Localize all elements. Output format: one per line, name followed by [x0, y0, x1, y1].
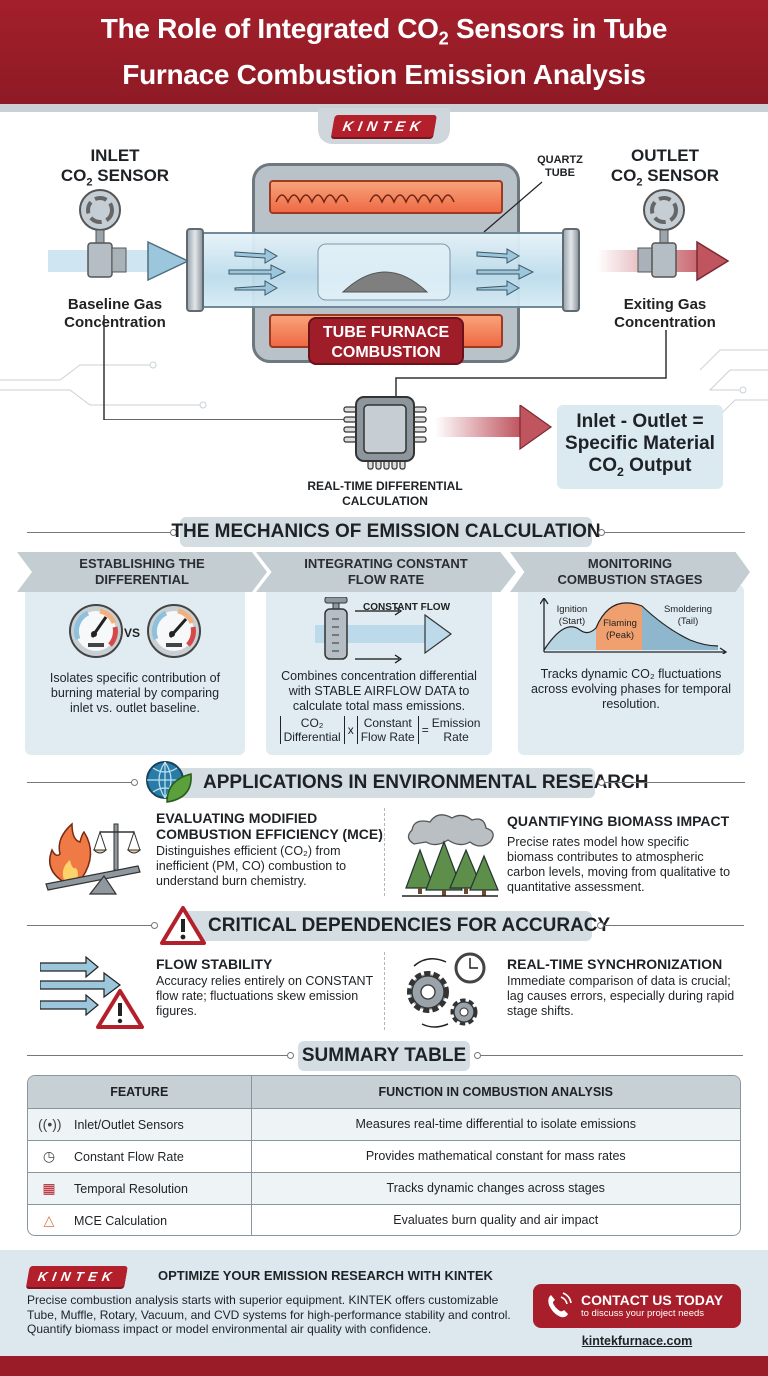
mechanics-card-text: Isolates specific contribution of burnin… [49, 671, 221, 715]
divider-node [474, 1052, 481, 1059]
mechanics-card-differential [25, 585, 245, 755]
mechanics-card-text: Tracks dynamic CO₂ fluctuations across e… [530, 667, 732, 711]
mce-triangle-icon: △ [43, 1211, 55, 1228]
section-divider [605, 782, 745, 783]
combustion-stages-chart: Ignition (Start) Flaming (Peak) Smolderi… [540, 598, 728, 654]
heating-element-top [269, 180, 503, 214]
summary-table: FEATURE FUNCTION IN COMBUSTION ANALYSIS … [27, 1075, 741, 1236]
quartz-tube-pointer [483, 181, 543, 233]
column-header-function: FUNCTION IN COMBUSTION ANALYSIS [251, 1076, 740, 1108]
divider-node [597, 922, 604, 929]
application-biomass: QUANTIFYING BIOMASS IMPACT Precise rates… [507, 813, 731, 894]
dependencies-section-title: CRITICAL DEPENDENCIES FOR ACCURACY [180, 911, 610, 941]
svg-text:Smoldering: Smoldering [664, 604, 712, 615]
flow-warning-icon [40, 955, 144, 1029]
title-banner: The Role of Integrated CO2 Sensors in Tu… [0, 0, 768, 104]
warning-icon [160, 906, 206, 945]
dependency-real-time-sync: REAL-TIME SYNCHRONIZATION Immediate comp… [507, 956, 735, 1018]
svg-text:Ignition: Ignition [557, 604, 588, 615]
summary-section-title: SUMMARY TABLE [298, 1041, 470, 1071]
outlet-sensor-icon [597, 189, 730, 282]
divider-node [598, 779, 605, 786]
table-row: △MCE Calculation Evaluates burn quality … [28, 1203, 740, 1235]
result-formula-box: Inlet - Outlet = Specific Material CO2 O… [557, 405, 723, 489]
section-divider [27, 782, 132, 783]
table-row: ▦Temporal Resolution Tracks dynamic chan… [28, 1171, 740, 1204]
svg-text:(Start): (Start) [559, 616, 585, 627]
inlet-sensor-title: INLET CO2 SENSOR [60, 146, 170, 189]
mechanics-card-text: Combines concentration differential with… [281, 669, 477, 713]
contact-us-button[interactable]: CONTACT US TODAY to discuss your project… [533, 1284, 741, 1328]
footer-description: Precise combustion analysis starts with … [27, 1293, 511, 1336]
globe-leaf-icon [146, 761, 192, 803]
application-mce: EVALUATING MODIFIED COMBUSTION EFFICIENC… [156, 810, 383, 888]
svg-text:CONSTANT FLOW: CONSTANT FLOW [363, 602, 451, 613]
divider-node [131, 779, 138, 786]
outlet-sensor-title: OUTLET CO2 SENSOR [610, 146, 720, 189]
heating-coil-top [275, 194, 455, 204]
tube-cap-left [186, 228, 204, 312]
inlet-sensor-icon [48, 189, 190, 282]
gauge-comparison-icon: VS [69, 604, 201, 658]
section-divider [27, 925, 152, 926]
kintek-logo[interactable]: KINTEK [330, 115, 438, 137]
phone-icon [548, 1292, 572, 1318]
gas-flow-arrows [228, 243, 535, 301]
website-link[interactable]: kintekfurnace.com [581, 1334, 693, 1348]
section-divider [27, 532, 172, 533]
section-divider [481, 1055, 743, 1056]
sensor-signal-icon: ((•)) [38, 1116, 62, 1132]
calendar-clock-icon: ▦ [42, 1179, 56, 1196]
footer-headline: OPTIMIZE YOUR EMISSION RESEARCH WITH KIN… [158, 1268, 493, 1283]
divider-node [598, 529, 605, 536]
section-divider [27, 1055, 289, 1056]
table-row: ((•))Inlet/Outlet Sensors Measures real-… [28, 1107, 740, 1140]
section-divider [605, 532, 745, 533]
section-divider [604, 925, 744, 926]
kintek-logo[interactable]: KINTEK [26, 1266, 129, 1287]
page-title: The Role of Integrated CO2 Sensors in Tu… [100, 13, 668, 90]
divider-node [287, 1052, 294, 1059]
footer-brand: KINTEK [26, 1266, 129, 1287]
gears-clock-icon [407, 952, 486, 1028]
fire-scale-icon [45, 822, 142, 895]
applications-section-title: APPLICATIONS IN ENVIRONMENTAL RESEARCH [175, 768, 648, 798]
divider-node [151, 922, 158, 929]
brand-tab: KINTEK [318, 108, 450, 144]
table-row: ◷Constant Flow Rate Provides mathematica… [28, 1139, 740, 1172]
svg-text:(Peak): (Peak) [606, 630, 634, 641]
footer-bar [0, 1356, 768, 1376]
divider-node [170, 529, 177, 536]
mechanics-section-title: THE MECHANICS OF EMISSION CALCULATION [171, 517, 601, 547]
gauge-icon: ◷ [42, 1147, 56, 1164]
column-header-feature: FEATURE [28, 1076, 252, 1108]
column-divider [384, 808, 385, 896]
svg-text:(Tail): (Tail) [678, 616, 699, 627]
processor-chip-icon [343, 396, 427, 470]
svg-text:Flaming: Flaming [603, 618, 637, 629]
dependency-flow-stability: FLOW STABILITY Accuracy relies entirely … [156, 956, 373, 1018]
tube-cap-right [562, 228, 580, 312]
forest-smoke-icon [402, 814, 499, 897]
constant-flow-valve-icon: CONSTANT FLOW [315, 597, 453, 664]
circuit-lines-decoration [0, 315, 768, 420]
mechanics-card-flow-rate [266, 585, 492, 755]
svg-text:VS: VS [124, 626, 140, 640]
column-divider [384, 952, 385, 1030]
result-arrow [435, 405, 553, 451]
